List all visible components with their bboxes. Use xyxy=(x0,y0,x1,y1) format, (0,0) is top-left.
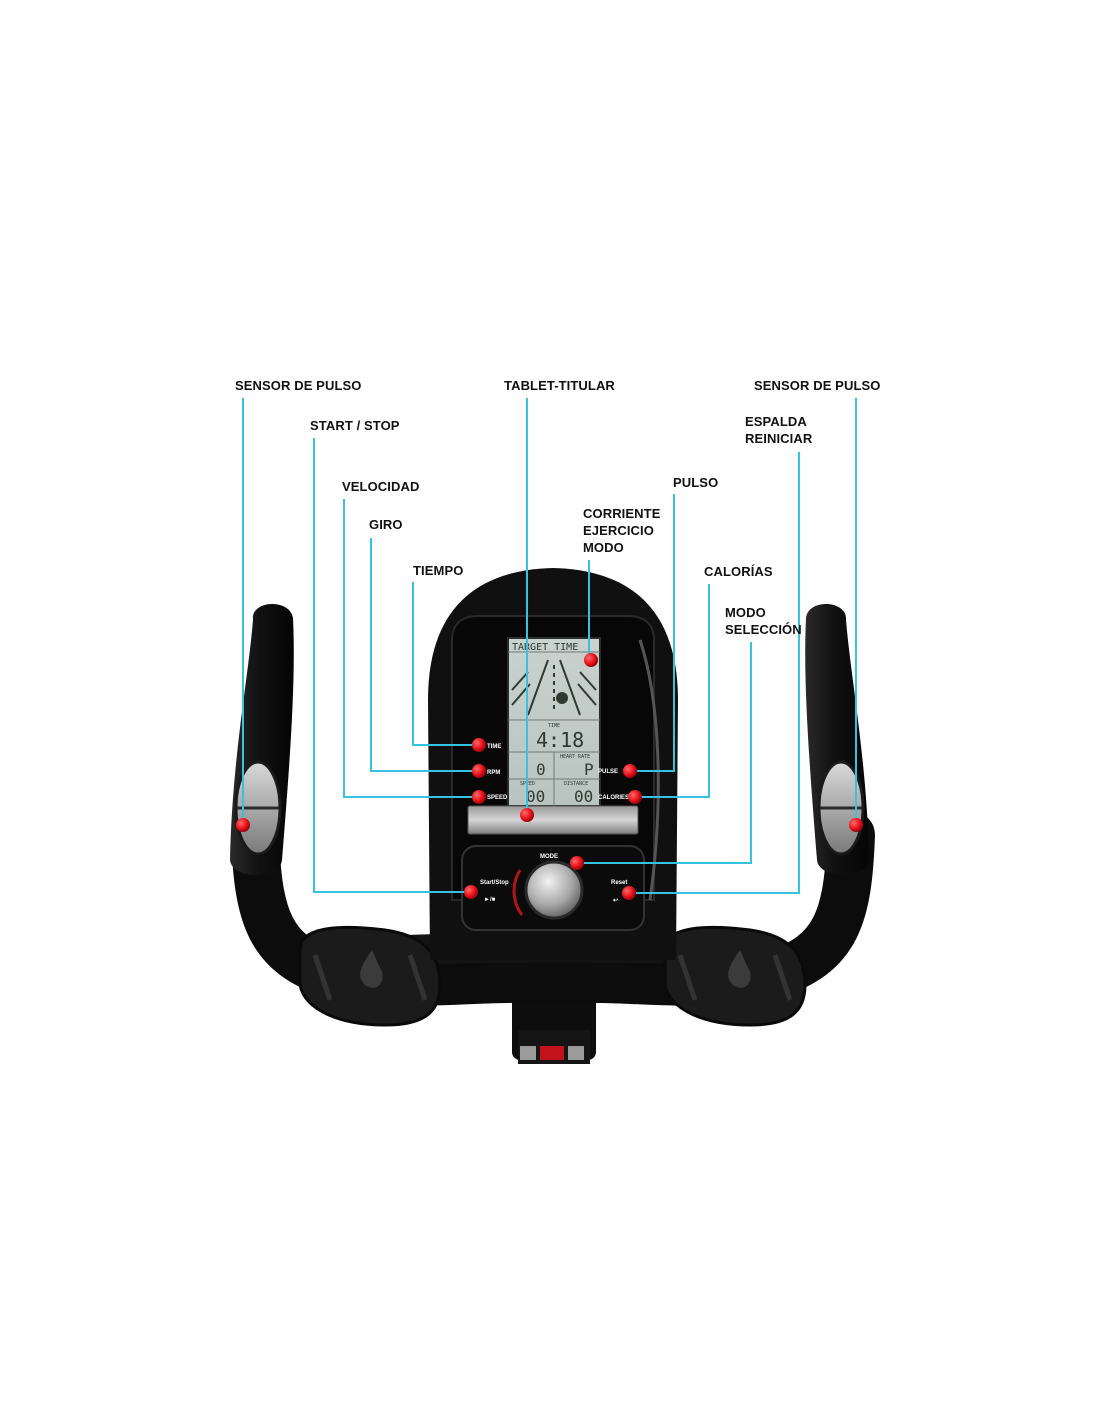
console-housing: TARGET TIME TIME 4:18 HEART RATE 0 P SPE… xyxy=(428,568,678,960)
leader-mode-selection xyxy=(577,642,752,864)
reset-button-label: Reset xyxy=(611,880,627,886)
marker-sensor-left xyxy=(236,818,250,832)
leader-calorias xyxy=(635,584,710,798)
lcd-speed-value: 00 xyxy=(526,787,545,806)
marker-mode-selection xyxy=(570,856,584,870)
lcd-header: TARGET TIME xyxy=(512,642,578,653)
stem-red-accent xyxy=(540,1046,564,1060)
label-back-reset: ESPALDA REINICIAR xyxy=(745,413,812,447)
tablet-holder-tray xyxy=(467,805,639,835)
marker-reset xyxy=(622,886,636,900)
key-pulse-label: PULSE xyxy=(598,769,618,775)
label-current-mode: CORRIENTE EJERCICIO MODO xyxy=(583,505,660,556)
marker-pulse xyxy=(623,764,637,778)
leader-giro xyxy=(370,538,479,772)
label-calorias: CALORÍAS xyxy=(704,564,773,579)
svg-text:TIME: TIME xyxy=(548,723,560,729)
marker-current-mode xyxy=(584,653,598,667)
marker-start-stop xyxy=(464,885,478,899)
right-elbow-pad xyxy=(663,925,807,1027)
label-velocidad: VELOCIDAD xyxy=(342,479,420,494)
reset-button-symbol: ↩ xyxy=(613,898,618,904)
svg-text:HEART RATE: HEART RATE xyxy=(560,754,590,760)
marker-calories xyxy=(628,790,642,804)
leader-start-stop xyxy=(313,438,471,893)
stem-chrome-right xyxy=(568,1046,584,1060)
leader-back-reset xyxy=(629,452,800,894)
resistance-knob[interactable] xyxy=(524,860,584,920)
key-speed-label: SPEED xyxy=(487,795,508,801)
marker-sensor-right xyxy=(849,818,863,832)
key-time-label: TIME xyxy=(487,744,501,750)
callout-markers xyxy=(236,653,863,900)
label-sensor-pulse-right: SENSOR DE PULSO xyxy=(754,378,881,393)
lcd-heart-value: P xyxy=(584,760,594,779)
marker-rpm xyxy=(472,764,486,778)
leader-velocidad xyxy=(343,499,479,798)
label-tablet-holder: TABLET-TITULAR xyxy=(504,378,615,393)
label-tiempo: TIEMPO xyxy=(413,563,464,578)
left-elbow-pad xyxy=(298,925,442,1027)
label-back-reset-line-2: REINICIAR xyxy=(745,431,813,446)
stem-chrome-left xyxy=(520,1046,536,1060)
leader-lines xyxy=(242,398,857,894)
lcd-rpm-value: 0 xyxy=(536,760,546,779)
marker-tablet xyxy=(520,808,534,822)
lcd-rider-icon xyxy=(556,692,568,704)
label-giro: GIRO xyxy=(369,517,403,532)
label-current-mode-line-2: EJERCICIO xyxy=(583,523,654,538)
start-stop-button-label: Start/Stop xyxy=(480,880,509,886)
marker-time xyxy=(472,738,486,752)
label-mode-selection-line-2: SELECCIÓN xyxy=(725,622,802,637)
label-current-mode-line-1: CORRIENTE xyxy=(583,506,661,521)
label-back-reset-line-1: ESPALDA xyxy=(745,414,807,429)
label-pulso: PULSO xyxy=(673,475,719,490)
svg-text:DISTANCE: DISTANCE xyxy=(564,781,588,787)
leader-tiempo xyxy=(412,582,479,746)
leader-pulso xyxy=(630,494,675,772)
marker-speed xyxy=(472,790,486,804)
label-start-stop: START / STOP xyxy=(310,418,400,433)
mode-button-label: MODE xyxy=(540,854,558,860)
label-mode-selection-line-1: MODO xyxy=(725,605,766,620)
console-highlight xyxy=(638,639,660,901)
label-current-mode-line-3: MODO xyxy=(583,540,624,555)
label-sensor-pulse-left: SENSOR DE PULSO xyxy=(235,378,362,393)
lcd-road-graphic xyxy=(511,659,597,716)
lcd-distance-value: 00 xyxy=(574,787,593,806)
handlebar-bar xyxy=(231,811,875,1006)
start-stop-button-symbol: ►/■ xyxy=(484,897,496,903)
key-rpm-label: RPM xyxy=(487,770,500,776)
mode-arc xyxy=(512,869,524,916)
key-calories-label: CALORIES xyxy=(598,795,629,801)
label-mode-selection: MODO SELECCIÓN xyxy=(725,604,802,638)
lcd-time-value: 4:18 xyxy=(536,728,584,752)
